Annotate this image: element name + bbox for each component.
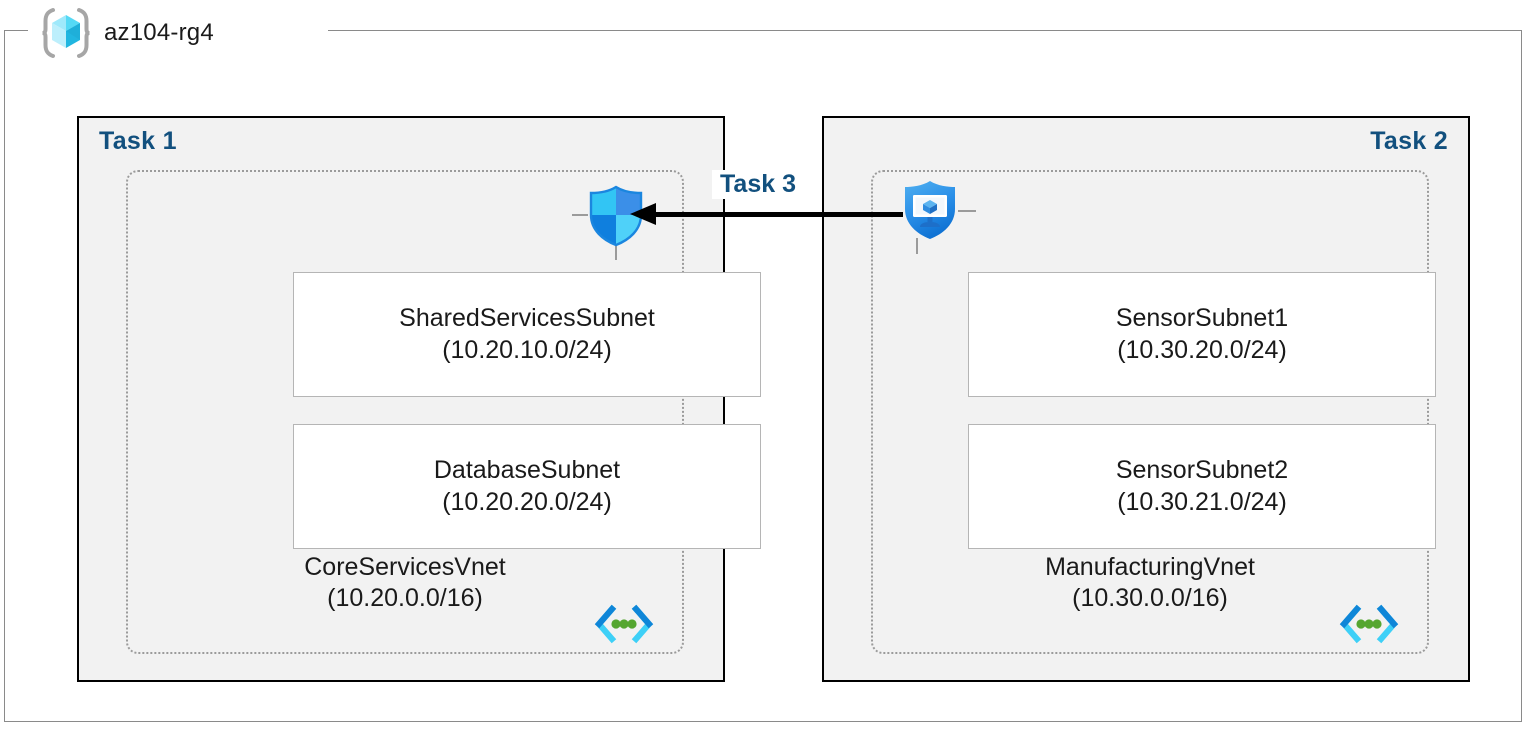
resource-group-label: az104-rg4 (40, 7, 224, 59)
task-2-container: Task 2 SensorSubnet1 (10.30.20.0/24) Sen… (822, 116, 1470, 682)
vnet-core-services: SharedServicesSubnet (10.20.10.0/24) Dat… (126, 170, 761, 654)
resource-group-cube-icon (40, 7, 92, 59)
subnet-cidr: (10.30.20.0/24) (1117, 335, 1287, 364)
task-2-label: Task 2 (1370, 127, 1448, 155)
resource-group-frame (4, 30, 1522, 722)
resource-group-title: az104-rg4 (104, 19, 214, 46)
subnet-sensor-1: SensorSubnet1 (10.30.20.0/24) (968, 272, 1436, 397)
task-3-label: Task 3 (712, 170, 804, 199)
vnet-caption-core-services: CoreServicesVnet (10.20.0.0/16) (128, 552, 682, 615)
vnet-caption-manufacturing: ManufacturingVnet (10.30.0.0/16) (873, 552, 1427, 615)
subnet-cidr: (10.30.21.0/24) (1117, 487, 1287, 516)
vnet-manufacturing: SensorSubnet1 (10.30.20.0/24) SensorSubn… (871, 170, 1436, 654)
subnet-name: DatabaseSubnet (433, 456, 621, 485)
task-3-arrow-head-icon (630, 203, 656, 225)
firewall-connector-stub-bottom (615, 244, 617, 260)
bastion-connector-stub-bottom (916, 238, 918, 254)
subnet-cidr: (10.20.10.0/24) (442, 335, 612, 364)
subnet-name: SensorSubnet1 (1115, 304, 1289, 333)
firewall-shield-icon (584, 184, 648, 248)
firewall-connector-stub-left (572, 214, 588, 216)
vnet-name: ManufacturingVnet (1045, 552, 1255, 581)
task-3-connection-line (655, 212, 903, 217)
bastion-connector-stub-right (958, 210, 976, 212)
virtual-network-icon (592, 603, 656, 645)
subnet-name: SharedServicesSubnet (399, 304, 655, 333)
subnet-sensor-2: SensorSubnet2 (10.30.21.0/24) (968, 424, 1436, 549)
vnet-cidr: (10.30.0.0/16) (1072, 583, 1228, 612)
subnet-cidr: (10.20.20.0/24) (442, 487, 612, 516)
vnet-name: CoreServicesVnet (304, 552, 506, 581)
virtual-network-icon (1337, 603, 1401, 645)
subnet-database: DatabaseSubnet (10.20.20.0/24) (293, 424, 761, 549)
subnet-name: SensorSubnet2 (1115, 456, 1289, 485)
bastion-shield-monitor-icon (898, 178, 962, 242)
vnet-cidr: (10.20.0.0/16) (327, 583, 483, 612)
subnet-shared-services: SharedServicesSubnet (10.20.10.0/24) (293, 272, 761, 397)
task-1-label: Task 1 (99, 127, 177, 155)
